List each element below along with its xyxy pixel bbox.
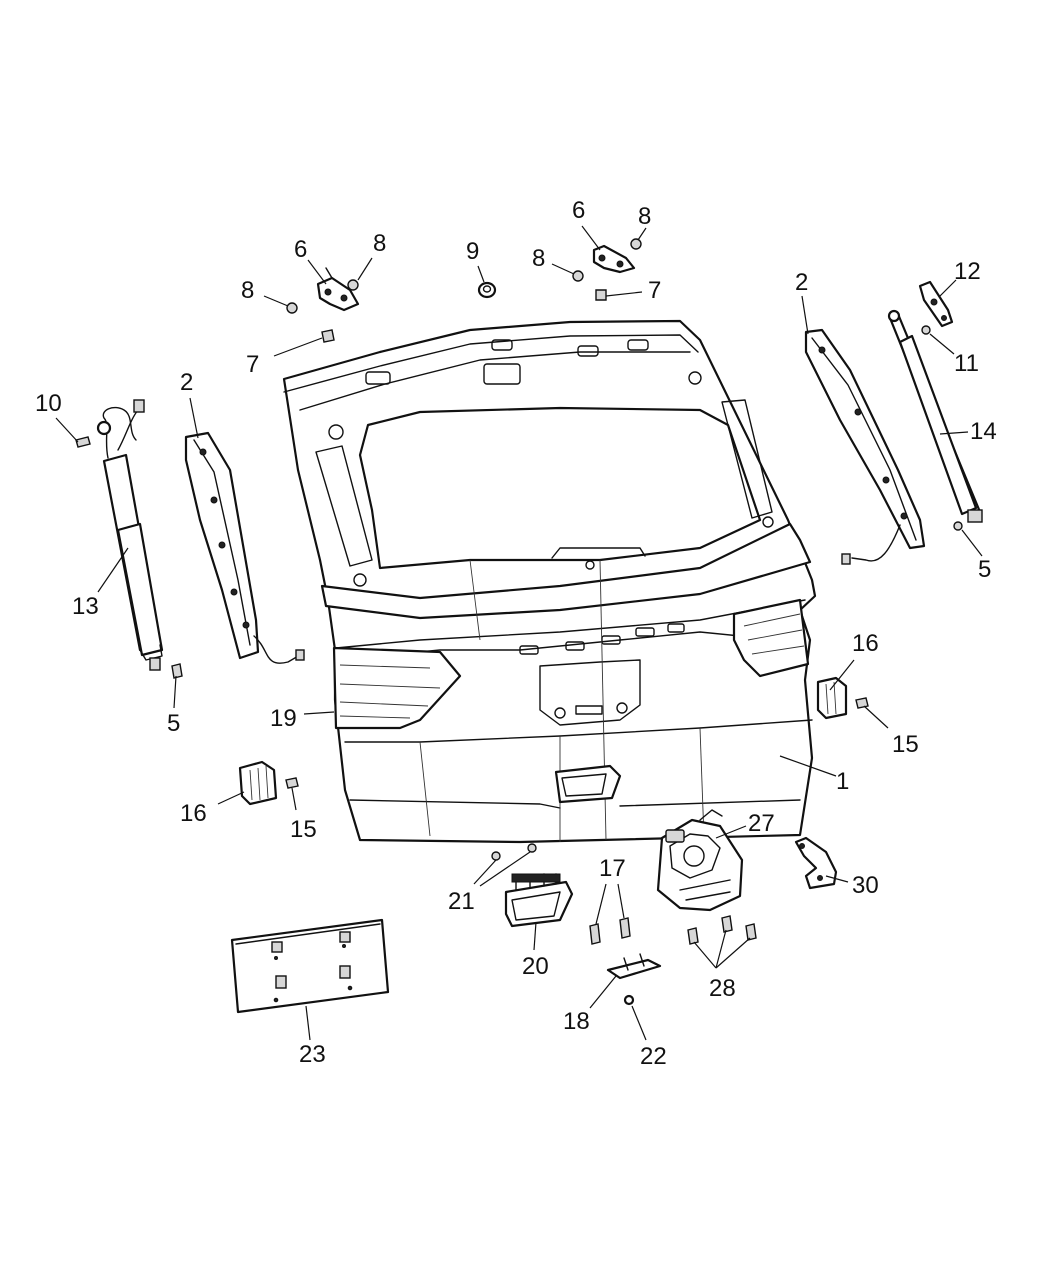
hinge-left <box>316 267 360 312</box>
callout-28: 28 <box>709 975 736 1002</box>
strut-bracket <box>918 280 954 328</box>
fasteners <box>75 238 963 861</box>
retainer-pins <box>589 917 631 945</box>
callout-19: 19 <box>270 705 297 732</box>
callout-15-left: 15 <box>290 816 317 843</box>
latch-screws <box>687 915 757 945</box>
callout-6-left: 6 <box>294 236 307 263</box>
callout-20: 20 <box>522 953 549 980</box>
d-pillar-applique-left <box>184 431 305 664</box>
callout-13: 13 <box>72 593 99 620</box>
callout-10: 10 <box>35 390 62 417</box>
callouts: 1 2 2 5 5 6 6 7 7 8 8 8 8 9 10 11 12 13 … <box>35 197 997 1070</box>
callout-5-right: 5 <box>978 556 991 583</box>
callout-8-d: 8 <box>638 203 651 230</box>
callout-14: 14 <box>970 418 997 445</box>
liftgate-panel <box>282 319 817 844</box>
callout-27: 27 <box>748 810 775 837</box>
callout-9: 9 <box>466 238 479 265</box>
d-pillar-applique-right <box>804 328 926 565</box>
liftgate-handle-switch <box>504 873 574 928</box>
callout-1: 1 <box>836 768 849 795</box>
callout-18: 18 <box>563 1008 590 1035</box>
callout-7-left: 7 <box>246 351 259 378</box>
striker <box>606 953 662 980</box>
liftgate-bumper-right <box>816 676 848 720</box>
callout-22: 22 <box>640 1043 667 1070</box>
callout-8-b: 8 <box>373 230 386 257</box>
callout-2-right: 2 <box>795 269 808 296</box>
callout-15-right: 15 <box>892 731 919 758</box>
power-strut-left <box>96 399 164 671</box>
callout-30: 30 <box>852 872 879 899</box>
callout-11: 11 <box>954 350 979 377</box>
callout-7-right: 7 <box>648 277 661 304</box>
callout-5-left: 5 <box>167 710 180 737</box>
plug <box>623 994 635 1006</box>
lower-bracket <box>794 836 838 890</box>
license-plate-bracket <box>230 918 390 1014</box>
callout-16-right: 16 <box>852 630 879 657</box>
callout-8-a: 8 <box>241 277 254 304</box>
leader-lines <box>55 225 983 1041</box>
gas-strut-right <box>887 309 983 523</box>
latch-actuator <box>656 809 744 912</box>
callout-6-right: 6 <box>572 197 585 224</box>
callout-17: 17 <box>599 855 626 882</box>
callout-23: 23 <box>299 1041 326 1068</box>
callout-2-left: 2 <box>180 369 193 396</box>
callout-12: 12 <box>954 258 981 285</box>
hinge-right <box>592 244 636 274</box>
callout-16-left: 16 <box>180 800 207 827</box>
callout-8-c: 8 <box>532 245 545 272</box>
liftgate-bumper-left <box>238 760 278 806</box>
callout-21: 21 <box>448 888 475 915</box>
